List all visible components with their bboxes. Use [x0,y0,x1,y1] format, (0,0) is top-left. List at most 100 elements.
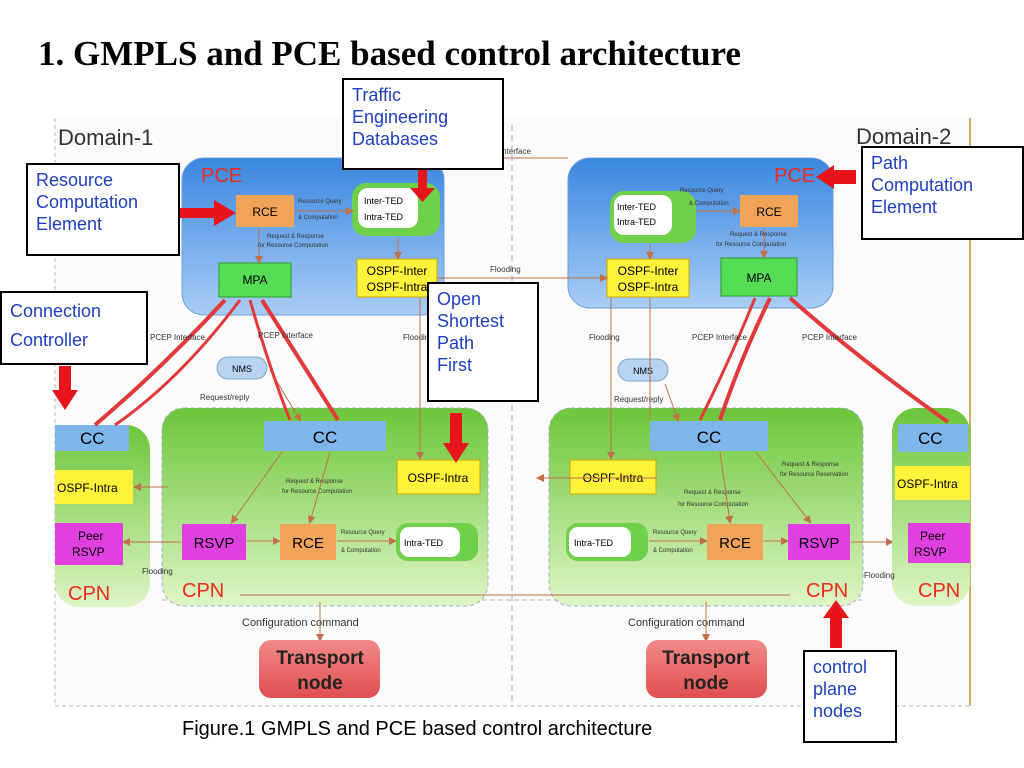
transport-label-2: Transport [662,648,750,669]
mpa-2 [720,257,798,297]
flooding-label-3: Flooding [403,333,434,342]
pce-label-1: PCE [201,165,242,187]
req-resp-note-5: Request & Response [782,462,839,468]
intra-ted-label-2: Intra-TED [617,217,657,227]
pcep-links [93,296,950,427]
rsvp-2-label: RSVP [799,535,840,552]
figure-caption: Figure.1 GMPLS and PCE based control arc… [182,718,653,740]
cc-1-label: CC [313,428,338,447]
intra-ted-label-1: Intra-TED [364,212,404,222]
ospf-intra-2-box [569,459,657,495]
req-resp-note-1b: for Resource Computation [258,243,328,249]
pcep-label-1: PCEP Interface [150,333,206,342]
flooding-label-2: Flooding [864,571,895,580]
callout-control-plane: control plane nodes [803,650,897,743]
domain-2-label: Domain-2 [856,124,951,149]
nms-label-2: NMS [633,366,653,376]
req-resp-note-1: Request & Response [267,234,324,240]
ospf-intra-sub-label-1: OSPF-Intra [367,280,428,294]
mpa-1 [218,262,292,298]
req-resp-note-5b: for Resource Reservation [780,472,848,478]
cpn-2-label: CPN [806,580,848,602]
pce-label-2: PCE [774,165,815,187]
cpn-left-label: CPN [68,583,110,605]
pointer-arrows [52,165,856,648]
resource-query-note-4: Resource Query [653,530,697,536]
pointer-arrow-cpn [823,600,849,648]
transport-label-1: Transport [276,648,364,669]
pointer-arrow-ospf [443,413,469,463]
slide-title: 1. GMPLS and PCE based control architect… [38,34,741,73]
cpn-1-label: CPN [182,580,224,602]
pce-domain-1: PCE Inter-TED Intra-TED RCE MPA OSPF-Int… [181,157,445,316]
resource-query-note-1: Resource Query [298,199,342,205]
req-resp-note-4: Request & Response [684,490,741,496]
ospf-intra-1-box [396,459,481,495]
request-reply-label-1: Request/reply [200,393,249,402]
ospf-inter-label-2: OSPF-Inter [618,264,679,278]
cpn-domain-2: CC OSPF-Intra Intra-TED RCE RSVP Resourc… [536,407,894,607]
cc-right-label: CC [918,429,943,448]
config-command-label-1: Configuration command [242,617,359,629]
cpn-right-label: CPN [918,580,960,602]
cc-right-box [898,424,968,452]
ospf-inter-box-1 [356,258,438,298]
cc-left-label: CC [80,429,105,448]
callout-path-computation: Path Computation Element [861,146,1024,240]
rce-pce-1 [236,195,294,227]
rsvp-1-box [182,524,246,560]
rce-2-box [707,524,763,560]
resource-query-note-2: Resource Query [680,188,724,194]
pcep-label-2: PCEP Interface [258,331,314,340]
pcep-label-4: PCEP Interface [802,333,858,342]
peer-rsvp-left-label-2: RSVP [72,545,105,559]
callout-resource-computation: Resource Computation Element [26,163,180,256]
peer-rsvp-left-label: Peer [78,529,103,543]
req-resp-note-2b: for Resource Computation [716,242,786,248]
resource-query-note-3: Resource Query [341,530,385,536]
pce-domain-2: PCE Inter-TED Intra-TED RCE MPA OSPF-Int… [567,157,834,309]
intra-ted-1-label: Intra-TED [404,538,444,548]
pointer-arrow-rce [180,200,236,226]
rce-pce-1-label: RCE [252,205,277,219]
ospf-intra-sub-label-2: OSPF-Intra [618,280,679,294]
cc-1-box [264,421,386,451]
ospf-inter-box-2 [606,258,690,298]
rsvp-2-box [788,524,850,560]
peer-rsvp-left-box [55,523,123,565]
ospf-intra-left-label: OSPF-Intra [57,481,118,495]
cc-2-label: CC [697,428,722,447]
peer-rsvp-right-label-2: RSVP [914,545,947,559]
pointer-arrow-ted [410,170,435,202]
req-resp-note-3b: for Resource Computation [282,489,352,495]
callout-connection-controller: Connection Controller [0,291,148,365]
callout-traffic-engineering: Traffic Engineering Databases [342,78,504,170]
domain-1-label: Domain-1 [58,125,153,150]
req-resp-note-3: Request & Response [286,479,343,485]
resource-query-note-3b: & Computation [341,548,381,554]
nms-node-2: NMS Request/reply [614,358,680,422]
ospf-intra-left-box [55,470,133,504]
request-reply-label-2: Request/reply [614,395,663,404]
intra-ted-2-label: Intra-TED [574,538,614,548]
transport-sub-label-2: node [683,673,728,694]
pointer-arrow-cc [52,366,78,410]
rce-pce-2 [740,195,798,227]
ospf-intra-1-label: OSPF-Intra [408,471,469,485]
resource-query-note-4b: & Computation [653,548,693,554]
resource-query-note-2b: & Computation [689,201,729,207]
config-command-label-2: Configuration command [628,617,745,629]
mpa-2-label: MPA [746,271,771,285]
mpa-1-label: MPA [242,273,267,287]
rce-1-label: RCE [292,535,324,552]
resource-query-note-1b: & Computation [298,215,338,221]
pcep-label-3: PCEP Interface [692,333,748,342]
ospf-inter-label-1: OSPF-Inter [367,264,428,278]
cc-left-box [55,425,129,451]
transport-node-2: Transport node [646,640,767,698]
inter-ted-label-2: Inter-TED [617,202,657,212]
inter-ted-label-1: Inter-TED [364,196,404,206]
peer-rsvp-right-label: Peer [920,529,945,543]
flooding-label-1: Flooding [142,567,173,576]
